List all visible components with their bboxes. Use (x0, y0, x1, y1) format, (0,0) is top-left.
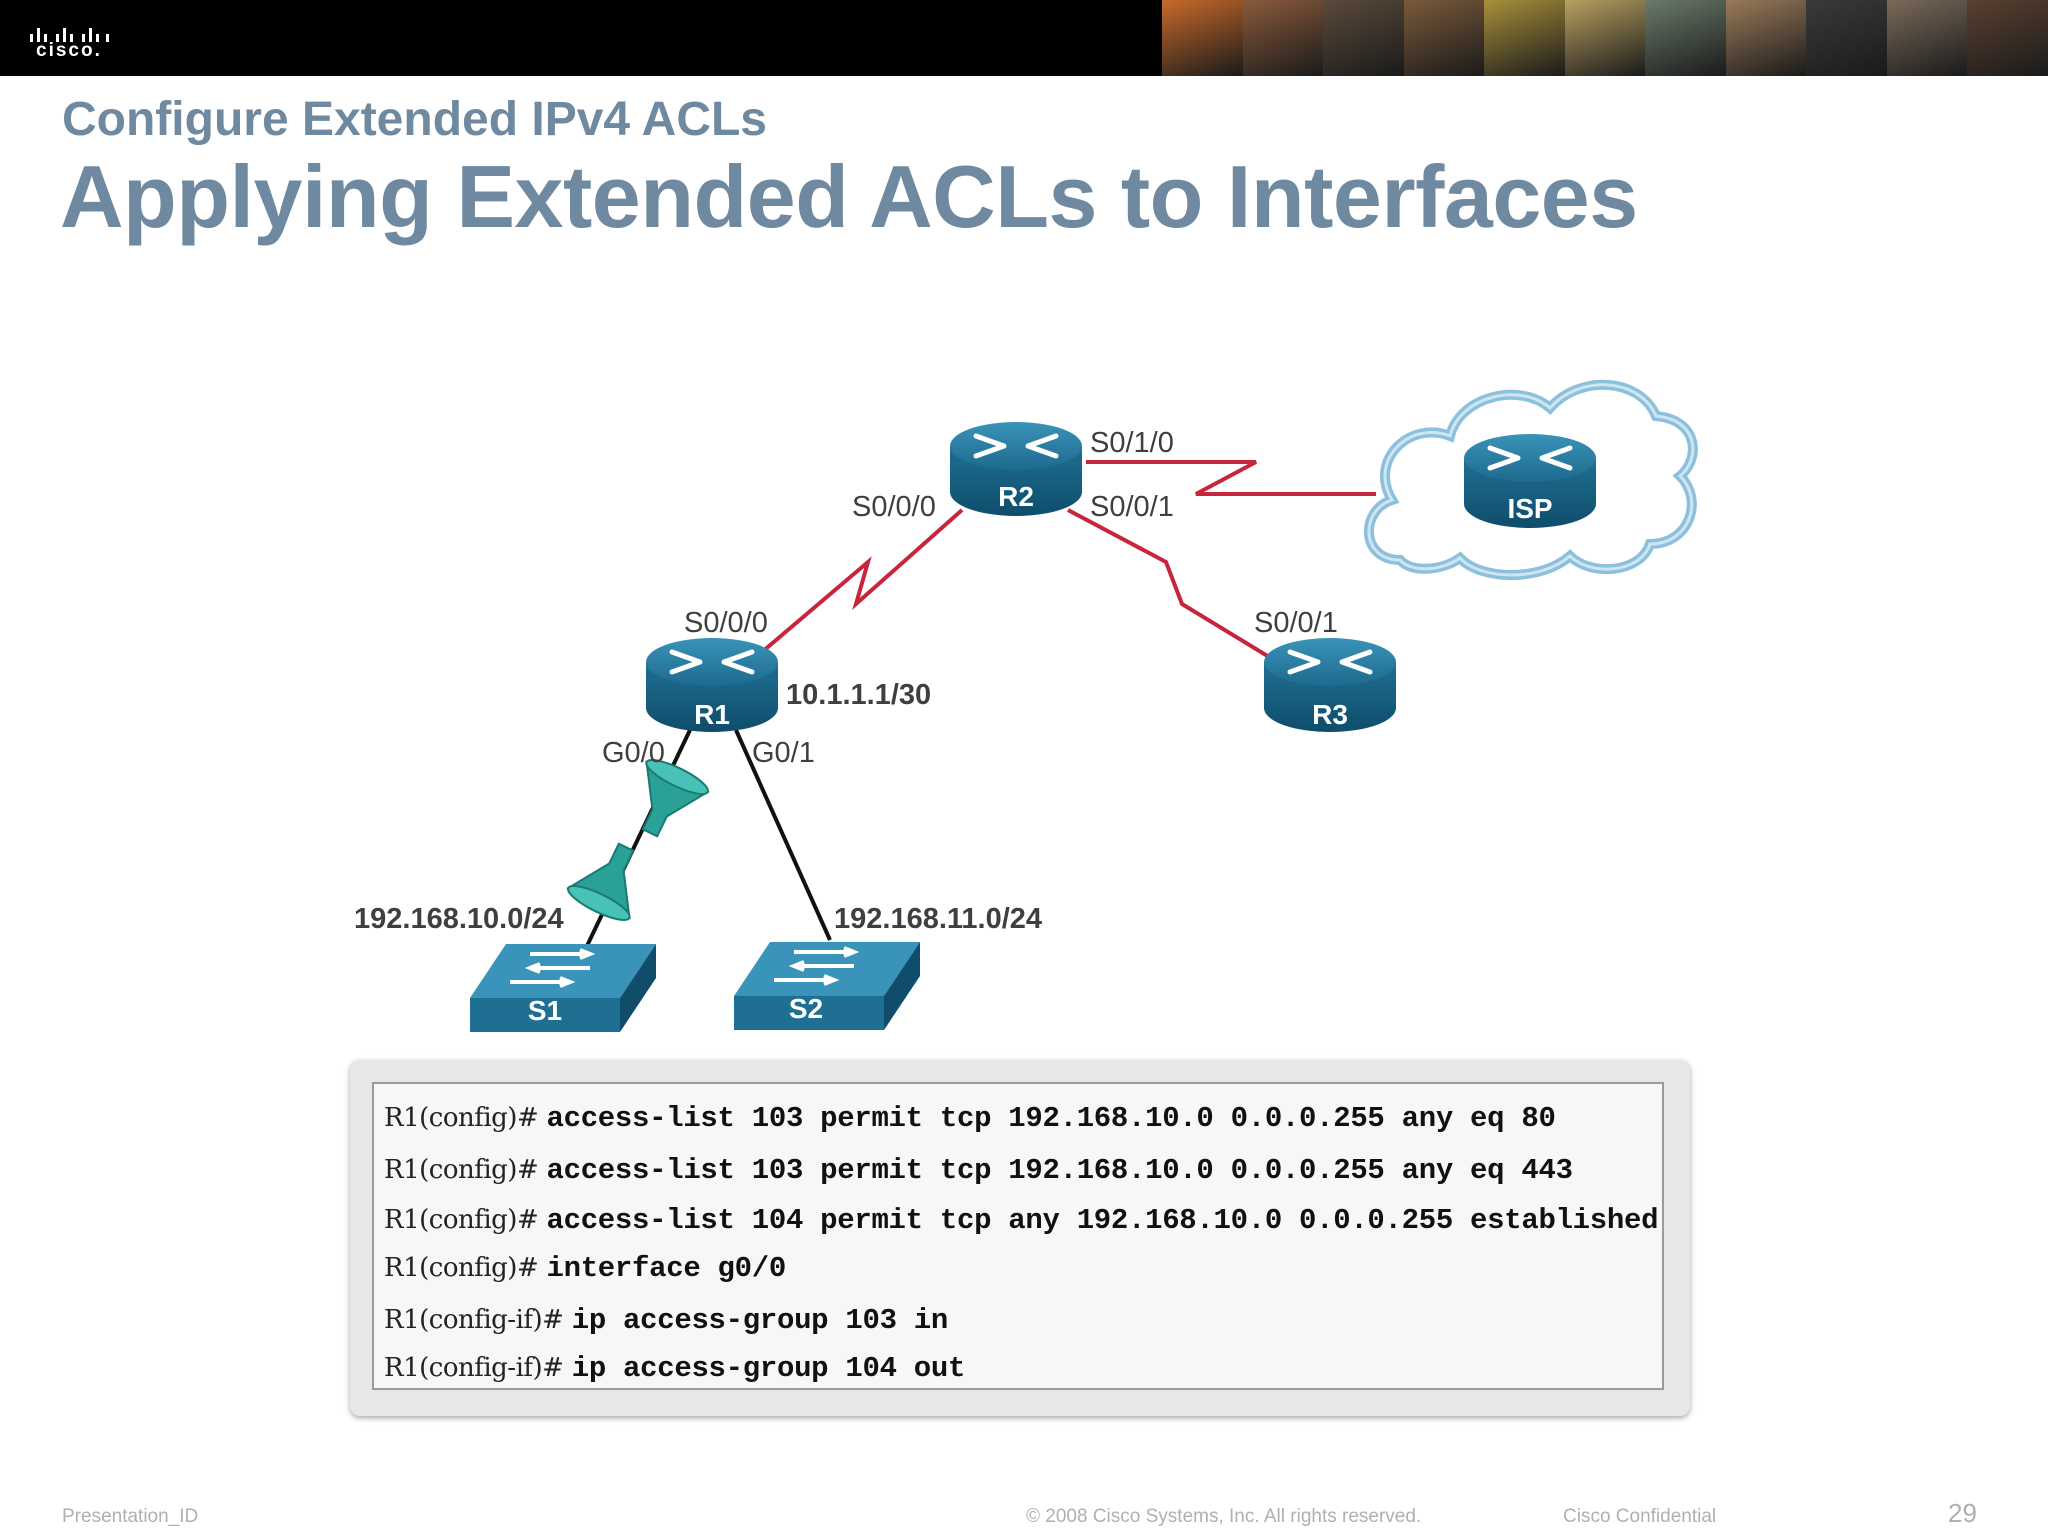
cli-command: ip access-group 103 in (571, 1304, 949, 1337)
cisco-logo-text: cisco. (36, 40, 102, 61)
cli-line: R1(config)# interface g0/0 (384, 1252, 786, 1285)
cli-command: access-list 103 permit tcp 192.168.10.0 … (546, 1102, 1556, 1135)
cli-output: R1(config)# access-list 103 permit tcp 1… (372, 1082, 1664, 1390)
cli-prompt: R1(config)# (384, 1205, 539, 1235)
router-r1-label: R1 (694, 699, 730, 730)
cli-panel: R1(config)# access-list 103 permit tcp 1… (350, 1060, 1690, 1416)
cli-prompt: R1(config)# (384, 1103, 539, 1133)
switch-s1: S1 (470, 944, 656, 1032)
cli-line: R1(config)# access-list 103 permit tcp 1… (384, 1102, 1556, 1135)
cisco-logo-icon (30, 28, 109, 42)
router-r1: R1 (646, 638, 778, 732)
cli-line: R1(config)# access-list 103 permit tcp 1… (384, 1154, 1573, 1187)
slide-title: Applying Extended ACLs to Interfaces (60, 147, 1638, 246)
network-diagram: R2 R1 R3 ISP (354, 379, 1698, 1032)
page-number: 29 (1948, 1498, 1977, 1528)
label-r3-s001: S0/0/1 (1254, 607, 1338, 639)
cli-prompt: R1(config)# (384, 1253, 539, 1283)
banner-photo (1323, 0, 1404, 76)
label-net-s2: 192.168.11.0/24 (834, 903, 1042, 935)
cli-line: R1(config-if)# ip access-group 103 in (384, 1304, 948, 1337)
router-r3: R3 (1264, 638, 1396, 732)
router-isp: ISP (1464, 434, 1596, 528)
slide-subtitle: Configure Extended IPv4 ACLs (62, 93, 767, 146)
cli-command: ip access-group 104 out (571, 1352, 966, 1385)
cli-command: access-list 103 permit tcp 192.168.10.0 … (546, 1154, 1573, 1187)
banner-photo (1242, 0, 1324, 76)
cli-prompt: R1(config-if)# (384, 1353, 564, 1383)
label-r1-g01: G0/1 (752, 737, 815, 769)
router-r2: R2 (950, 422, 1082, 516)
router-r3-label: R3 (1312, 699, 1348, 730)
label-r2-s001: S0/0/1 (1090, 491, 1174, 523)
banner-photo (1886, 0, 1968, 76)
router-r2-label: R2 (998, 481, 1034, 512)
label-r1-g00: G0/0 (602, 737, 665, 769)
banner-photo (1806, 0, 1887, 76)
cli-prompt: R1(config-if)# (384, 1305, 564, 1335)
label-r2-s000: S0/0/0 (852, 491, 936, 523)
cli-command: access-list 104 permit tcp any 192.168.1… (546, 1204, 1659, 1237)
banner-photo (1725, 0, 1807, 76)
router-isp-label: ISP (1507, 493, 1552, 524)
banner-photo (1403, 0, 1485, 76)
switch-s2-label: S2 (789, 993, 823, 1024)
photo-strip (1162, 0, 2048, 76)
acl-filter-in-icon (641, 759, 710, 838)
banner-photo (1484, 0, 1565, 76)
label-net-s1: 192.168.10.0/24 (354, 903, 564, 935)
switch-s1-label: S1 (528, 995, 562, 1026)
banner-photo (1564, 0, 1646, 76)
serial-link-r2-r3 (1067, 508, 1286, 668)
label-r1-s000: S0/0/0 (684, 607, 768, 639)
footer-presentation-id: Presentation_ID (62, 1506, 199, 1527)
serial-link-r1-r2 (760, 508, 964, 654)
banner-photo (1162, 0, 1243, 76)
cli-command: interface g0/0 (546, 1252, 787, 1285)
cli-prompt: R1(config)# (384, 1155, 539, 1185)
switch-s2: S2 (734, 942, 920, 1030)
label-r1-ip: 10.1.1.1/30 (786, 679, 931, 711)
cli-line: R1(config-if)# ip access-group 104 out (384, 1352, 965, 1385)
footer-confidential: Cisco Confidential (1563, 1506, 1717, 1527)
ethernet-link-r1-s2 (734, 729, 832, 941)
serial-link-r2-isp (1086, 460, 1376, 496)
footer-copyright: © 2008 Cisco Systems, Inc. All rights re… (1026, 1506, 1422, 1527)
banner-photo (1967, 0, 2048, 76)
banner-photo (1645, 0, 1726, 76)
acl-filter-out-icon (566, 842, 635, 921)
header-banner: cisco. (0, 0, 2048, 76)
label-r2-s010: S0/1/0 (1090, 427, 1174, 459)
cli-line: R1(config)# access-list 104 permit tcp a… (384, 1204, 1658, 1237)
